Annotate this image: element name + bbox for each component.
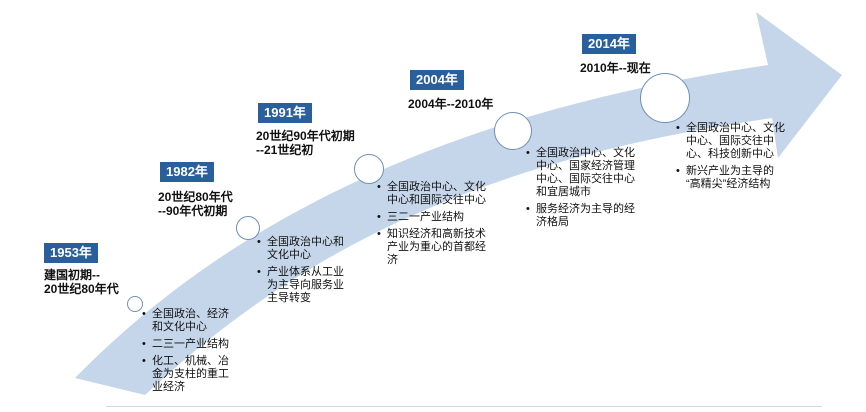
bullet-item: 全国政治中心、文化 中心、国家经济管理 中心、国际交往中心 和宜居城市 <box>526 147 666 199</box>
timeline-node-1991 <box>354 154 384 184</box>
timeline-node-1953 <box>127 296 143 312</box>
period-label-2004: 2004年--2010年 <box>408 97 494 111</box>
year-badge-1953: 1953年 <box>44 243 98 263</box>
bullet-item: 三二一产业结构 <box>377 211 517 224</box>
period-label-1991: 20世纪90年代初期 --21世纪初 <box>256 129 355 157</box>
bullet-item: 服务经济为主导的经 济格局 <box>526 203 666 229</box>
bottom-divider <box>106 406 822 407</box>
year-badge-2014: 2014年 <box>582 34 636 54</box>
bullet-list-2014: 全国政治中心、文化 中心、国际交往中 心、科技创新中心 新兴产业为主导的 “高精… <box>676 122 816 195</box>
bullet-item: 全国政治、经济 和文化中心 <box>142 308 262 334</box>
timeline-node-2004 <box>494 112 532 150</box>
year-badge-2004: 2004年 <box>410 70 464 90</box>
bullet-list-1991: 全国政治中心、文化 中心和国际交往中心 三二一产业结构 知识经济和高新技术 产业… <box>377 181 517 271</box>
year-badge-1991: 1991年 <box>258 103 312 123</box>
bullet-list-1953: 全国政治、经济 和文化中心 二三一产业结构 化工、机械、冶 金为支柱的重工 业经… <box>142 308 262 398</box>
timeline-node-1982 <box>236 216 260 240</box>
period-label-1982: 20世纪80年代 --90年代初期 <box>158 190 233 218</box>
timeline-node-2014 <box>640 73 690 123</box>
bullet-list-1982: 全国政治中心和 文化中心 产业体系从工业 为主导向服务业 主导转变 <box>257 236 377 309</box>
bullet-item: 二三一产业结构 <box>142 338 262 351</box>
bullet-item: 全国政治中心、文化 中心、国际交往中 心、科技创新中心 <box>676 122 816 161</box>
bullet-list-2004: 全国政治中心、文化 中心、国家经济管理 中心、国际交往中心 和宜居城市 服务经济… <box>526 147 666 233</box>
bullet-item: 全国政治中心、文化 中心和国际交往中心 <box>377 181 517 207</box>
bullet-item: 全国政治中心和 文化中心 <box>257 236 377 262</box>
period-label-1953: 建国初期-- 20世纪80年代 <box>44 268 119 296</box>
period-label-2014: 2010年--现在 <box>580 61 651 75</box>
bullet-item: 知识经济和高新技术 产业为重心的首都经 济 <box>377 228 517 267</box>
bullet-item: 产业体系从工业 为主导向服务业 主导转变 <box>257 266 377 305</box>
bullet-item: 化工、机械、冶 金为支柱的重工 业经济 <box>142 355 262 394</box>
year-badge-1982: 1982年 <box>160 162 214 182</box>
bullet-item: 新兴产业为主导的 “高精尖”经济结构 <box>676 165 816 191</box>
